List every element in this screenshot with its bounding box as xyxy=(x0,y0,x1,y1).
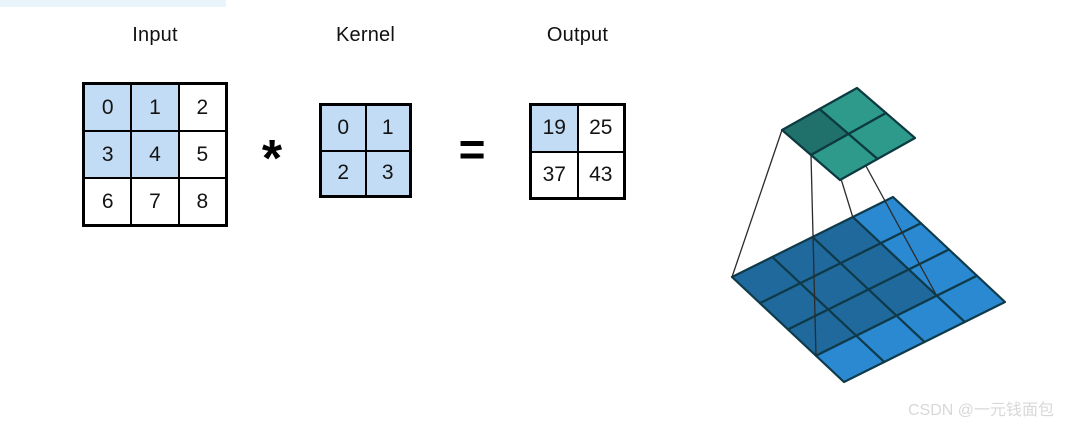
output-matrix-cell-0-1: 25 xyxy=(578,106,623,151)
output-label: Output xyxy=(546,24,609,46)
output-matrix-cell-1-0: 37 xyxy=(532,152,577,197)
input-label: Input xyxy=(132,24,178,46)
output-matrix-cell-1-1: 43 xyxy=(578,152,623,197)
input-matrix-cell-0-1: 1 xyxy=(132,85,178,130)
kernel-label: Kernel xyxy=(335,24,395,46)
convolution-operator: * xyxy=(261,130,283,188)
input-matrix-cell-0-0: 0 xyxy=(85,85,131,130)
kernel-matrix-cell-1-1: 3 xyxy=(366,151,409,195)
input-matrix-cell-1-1: 4 xyxy=(132,132,178,177)
kernel-matrix-cell-1-0: 2 xyxy=(322,151,365,195)
equals-operator: = xyxy=(458,123,486,175)
top-highlight-bar xyxy=(0,0,226,7)
input-matrix-cell-1-2: 5 xyxy=(179,132,225,177)
projection-line-3 xyxy=(810,154,817,356)
input-matrix-cell-0-2: 2 xyxy=(179,85,225,130)
watermark: CSDN @一元钱面包 xyxy=(907,402,1054,419)
output-matrix-cell-0-0: 19 xyxy=(532,106,577,151)
kernel-matrix-cell-0-1: 1 xyxy=(366,106,409,150)
input-matrix-cell-2-1: 7 xyxy=(132,179,178,224)
green-grid-cell-1-1 xyxy=(809,132,879,182)
input-matrix-cell-2-2: 8 xyxy=(179,179,225,224)
projection-line-1 xyxy=(731,129,783,278)
kernel-matrix-cell-0-0: 0 xyxy=(322,106,365,150)
blue-grid-cell-3-3 xyxy=(814,334,886,384)
input-matrix-cell-1-0: 3 xyxy=(85,132,131,177)
input-matrix-cell-2-0: 6 xyxy=(85,179,131,224)
